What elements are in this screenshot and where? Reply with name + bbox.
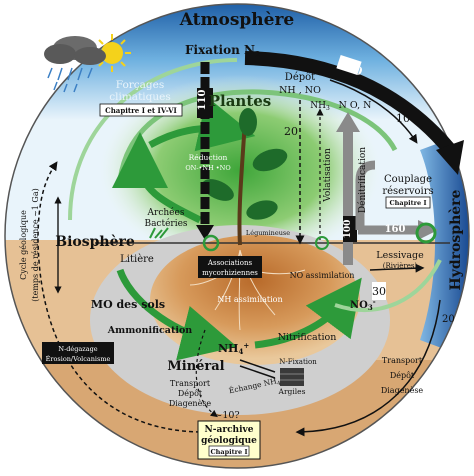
flux-20-right: 20: [442, 314, 455, 325]
mo-des-sols-label: MO des sols: [91, 298, 165, 311]
mineral-label: Minéral: [167, 359, 224, 374]
approx-10-label: ~10?: [214, 410, 239, 421]
cycle-geo-label-2: (temps de résidence ~1 Ga): [31, 188, 40, 301]
ammonification-label: Ammonification: [107, 325, 193, 336]
depot-species: NH , NO: [279, 85, 321, 96]
depot-label: Dépôt: [285, 72, 315, 83]
argiles-label: Argiles: [278, 387, 306, 396]
no3-label: NO3-: [350, 297, 376, 312]
litiere-label: Litière: [120, 254, 154, 265]
diagenese-right-label: Diagenèse: [381, 386, 424, 395]
associations-label-2: mycorhiziennes: [202, 269, 258, 277]
transport-right-label: Transport: [382, 356, 423, 365]
biosphere-label: Biosphère: [55, 234, 135, 250]
volatisation-label: Volatisation: [323, 148, 333, 203]
erosion-volcanisme-label: Érosion/Volcanisme: [46, 354, 111, 363]
denitrification-label: Dénitrification: [357, 147, 368, 213]
no3-assimilation-label: NO assimilation: [290, 271, 355, 280]
n-fixation-label: N-Fixation: [279, 358, 317, 366]
diagenese-label: Diagenèse: [169, 399, 212, 408]
flux-10: 10: [396, 112, 410, 125]
n-archive-label-1: N-archive: [205, 425, 254, 435]
atmosphere-label: Atmosphère: [179, 10, 295, 30]
nitrification-label: Nitrification: [278, 332, 337, 343]
hydrosphere-label: Hydrosphère: [448, 189, 464, 290]
reduction-label-2: ON-•NH •NO: [185, 164, 230, 172]
flux-160: 160: [385, 224, 406, 235]
bacteries-label: Bactéries: [144, 218, 187, 229]
climatiques-label: climatiques: [109, 91, 170, 103]
reservoirs-label: réservoirs: [382, 186, 433, 197]
associations-label-1: Associations: [207, 259, 253, 267]
nh4-assimilation-label: NH assimilation: [217, 295, 282, 304]
flux-20-top: 20: [284, 125, 298, 138]
reduction-label-1: Réduction: [189, 153, 228, 162]
legumineuse-label: Légumineuse: [246, 229, 290, 237]
n-archive-label-2: géologique: [201, 435, 257, 446]
cycle-geo-label-1: Cycle géologique: [19, 210, 28, 280]
depot-lower-label: Dépôt: [178, 389, 203, 398]
chapitre-i-right: Chapitre I: [390, 199, 427, 207]
depot-right-label: Dépôt: [390, 371, 415, 380]
fixation-label: Fixation N2: [185, 43, 261, 59]
forcages-label: Forçages: [116, 79, 165, 91]
transport-label: Transport: [170, 379, 211, 388]
plantes-label: Plantes: [209, 92, 272, 110]
n2o-n2-label: N O, N: [339, 100, 372, 111]
archees-label: Archées: [147, 207, 185, 218]
couplage-label: Couplage: [384, 174, 432, 185]
n-degazage-label: N-dégazage: [58, 345, 97, 353]
flux-30: 30: [372, 285, 386, 298]
chapitre-i-iv-vi: Chapitre I et IV-VI: [105, 106, 177, 115]
flux-100: 100: [343, 220, 353, 239]
chapitre-i-bottom: Chapitre I: [211, 448, 248, 456]
flux-110: 110: [197, 90, 208, 111]
lessivage-label: Lessivage: [376, 250, 424, 261]
rivieres-label: (Rivières): [383, 262, 418, 270]
